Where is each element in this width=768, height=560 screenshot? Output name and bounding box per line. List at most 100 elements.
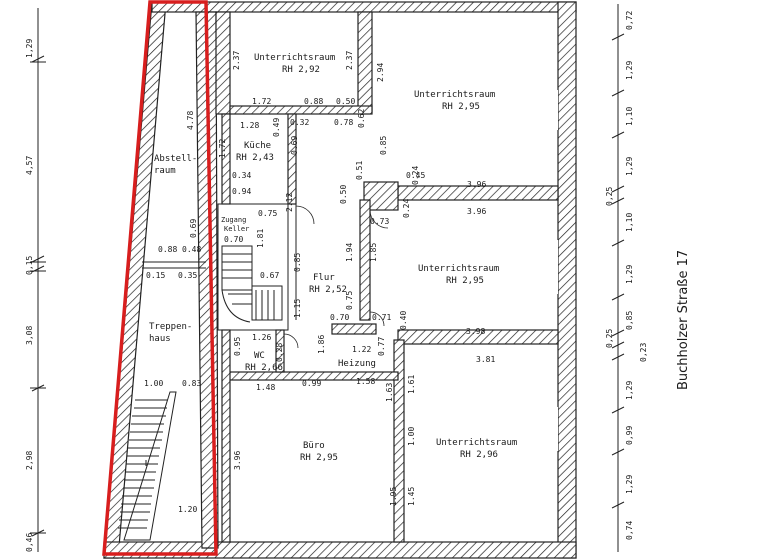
dim-label: 0.34 [232, 171, 251, 180]
room-kueche-name: Küche [244, 141, 271, 151]
dim-label: 0.77 [377, 337, 386, 356]
dim-label: 1.81 [256, 229, 265, 248]
room-wc-name: WC [254, 351, 265, 361]
inner-lines [142, 203, 297, 331]
dim-label: 1.45 [407, 487, 416, 506]
right-dim-2: 1,29 [625, 61, 634, 80]
right-dim-12: 0,99 [625, 426, 634, 445]
dim-label: 0.51 [355, 161, 364, 180]
room-zugang-line2: Keller [224, 225, 249, 233]
right-dim-6: 1,10 [625, 213, 634, 232]
room-unterricht1-name: Unterrichtsraum [254, 53, 335, 63]
right-dim-7: 1,29 [625, 265, 634, 284]
dim-label: 0.78 [334, 118, 353, 127]
dim-label: 0.69 [189, 219, 198, 238]
room-unterricht1-height: RH 2,92 [282, 65, 320, 75]
dim-label: 1.48 [256, 383, 275, 392]
dim-label: 0.32 [290, 118, 309, 127]
dim-label: 1.72 [252, 97, 271, 106]
left-dim-3: 0,15 [25, 256, 34, 275]
dim-label: 1.00 [407, 427, 416, 446]
dim-label: 1.61 [407, 375, 416, 394]
right-dim-3: 1,10 [625, 107, 634, 126]
dim-label: 0.50 [336, 97, 355, 106]
dim-label: 0.94 [232, 187, 251, 196]
room-heizung-name: Heizung [338, 359, 376, 369]
dim-label: 0.88 [158, 245, 177, 254]
dim-label: 0.35 [178, 271, 197, 280]
dim-label: 0.85 [293, 253, 302, 272]
dim-label: 2.12 [285, 193, 294, 212]
room-abstellraum-line2: raum [154, 166, 176, 176]
dim-label: 0.99 [302, 379, 321, 388]
dim-label: 1.85 [369, 243, 378, 262]
stairs-main [118, 391, 177, 541]
right-dim-9: 0,25 [605, 329, 614, 348]
room-wc-height: RH 2,66 [245, 363, 283, 373]
dim-label: 4.78 [186, 111, 195, 130]
walls [103, 1, 577, 559]
dim-label: 0.50 [339, 185, 348, 204]
dim-label: 3.96 [467, 207, 486, 216]
room-abstellraum-line1: Abstell- [154, 154, 197, 164]
street-label: Buchholzer Straße 17 [676, 250, 691, 390]
dim-label: 1.63 [385, 383, 394, 402]
room-unterricht3-name: Unterrichtsraum [418, 264, 499, 274]
room-buero-name: Büro [303, 441, 325, 451]
dim-label: 0.67 [260, 271, 279, 280]
dim-label: 2.94 [376, 63, 385, 82]
dim-label: 1.28 [240, 121, 259, 130]
right-dim-11: 1,29 [625, 381, 634, 400]
room-unterricht4-name: Unterrichtsraum [436, 438, 517, 448]
dim-label: 1.72 [218, 139, 227, 158]
room-kueche-height: RH 2,43 [236, 153, 274, 163]
dim-label: 1.86 [317, 335, 326, 354]
room-zugang-line1: Zugang [221, 216, 246, 224]
dim-label: 0.69 [290, 136, 299, 155]
room-treppenhaus-line2: haus [149, 334, 171, 344]
left-dim-5: 2,98 [25, 451, 34, 470]
dim-label: 0.73 [370, 217, 389, 226]
dim-label: 1.20 [178, 505, 197, 514]
room-unterricht2-height: RH 2,95 [442, 102, 480, 112]
dim-label: 1.26 [252, 333, 271, 342]
right-dim-14: 0,74 [625, 521, 634, 540]
dim-label: 0.70 [330, 313, 349, 322]
dim-label: 0.24 [402, 199, 411, 218]
right-dimension-chain [611, 4, 625, 552]
left-dim-2: 4,57 [25, 156, 34, 175]
room-flur-name: Flur [313, 273, 335, 283]
room-labels: Unterrichtsraum RH 2,92 Unterrichtsraum … [149, 53, 517, 463]
dim-label: 0.28 [275, 343, 284, 362]
dim-label: 0.49 [272, 118, 281, 137]
dim-label: 0.95 [233, 337, 242, 356]
dim-label: 0.62 [357, 109, 366, 128]
right-dim-4: 1,29 [625, 157, 634, 176]
right-dim-10: 0,23 [639, 343, 648, 362]
dim-label: 0.48 [182, 245, 201, 254]
left-dim-1: 1,29 [25, 39, 34, 58]
dim-label: 0.40 [399, 311, 408, 330]
stairs-cellar [221, 245, 283, 323]
interior-dimensions: 2.37 2.37 2.94 1.72 0.88 0.50 4.78 1.28 … [144, 51, 495, 514]
left-dimension-labels: 1,29 4,57 0,15 3,08 2,98 0,46 [25, 39, 34, 552]
dim-label: 2.37 [232, 51, 241, 70]
room-unterricht2-name: Unterrichtsraum [414, 90, 495, 100]
dim-label: 3.81 [476, 355, 495, 364]
right-dim-1: 0,72 [625, 11, 634, 30]
highlight-outline [102, 0, 218, 556]
dim-label: 0.88 [304, 97, 323, 106]
door-swings [283, 205, 389, 349]
dim-label: 1.00 [144, 379, 163, 388]
dim-label: 1.58 [356, 377, 375, 386]
dim-label: 0.70 [224, 235, 243, 244]
room-treppenhaus-line1: Treppen- [149, 322, 192, 332]
dim-label: 0.75 [345, 291, 354, 310]
dim-label: 1.15 [293, 299, 302, 318]
dim-label: 3.96 [467, 180, 486, 189]
room-flur-height: RH 2,52 [309, 285, 347, 295]
dim-label: 0.85 [379, 136, 388, 155]
dim-label: 1.94 [345, 243, 354, 262]
